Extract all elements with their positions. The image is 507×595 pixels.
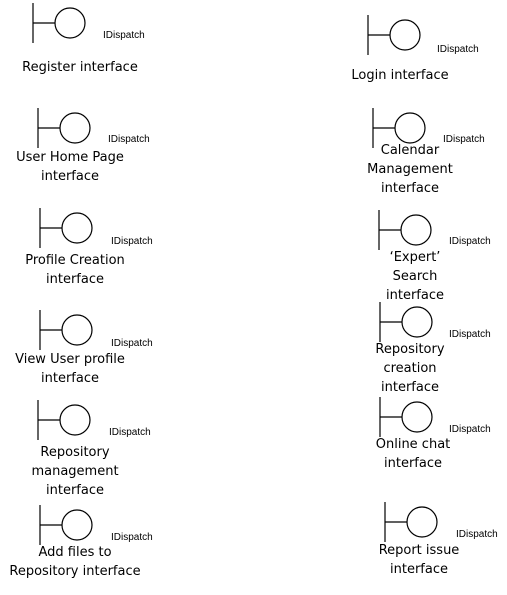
interface-symbol [379, 302, 433, 342]
interface-symbol [39, 208, 93, 248]
interface-tag: IDispatch [449, 329, 491, 340]
interface-label: Repository management interface [31, 445, 119, 498]
interface-circle [406, 506, 438, 538]
interface-label: Login interface [351, 68, 449, 83]
interface-label: Calendar Management interface [367, 143, 453, 196]
interface-label: Report issue interface [378, 543, 460, 577]
interface-symbol [37, 400, 91, 440]
interface-symbol [39, 310, 93, 350]
interface-tag: IDispatch [109, 427, 151, 438]
interface-tag: IDispatch [456, 529, 498, 540]
interface-circle [59, 112, 91, 144]
interface-label: ‘Expert’ Search interface [386, 250, 444, 303]
interface-tag: IDispatch [449, 424, 491, 435]
interface-symbol [379, 397, 433, 437]
interface-label: Profile Creation interface [25, 253, 125, 287]
interface-circle [61, 212, 93, 244]
interface-circle [61, 509, 93, 541]
interface-label: Repository creation interface [375, 342, 445, 395]
interface-symbol [39, 505, 93, 545]
interface-circle [401, 401, 433, 433]
interface-symbol [378, 210, 432, 250]
interface-label: Online chat interface [375, 437, 451, 471]
interface-symbol [384, 502, 438, 542]
interface-circle [394, 112, 426, 144]
interface-symbol [372, 108, 426, 148]
interface-tag: IDispatch [449, 236, 491, 247]
interface-tag: IDispatch [103, 30, 145, 41]
interface-label: Register interface [22, 60, 138, 75]
interface-tag: IDispatch [111, 532, 153, 543]
interface-circle [54, 7, 86, 39]
interface-tag: IDispatch [108, 134, 150, 145]
interface-circle [59, 404, 91, 436]
interface-label: Add files to Repository interface [9, 545, 141, 579]
interface-circle [400, 214, 432, 246]
interface-circle [389, 19, 421, 51]
interface-tag: IDispatch [111, 338, 153, 349]
interface-tag: IDispatch [111, 236, 153, 247]
interface-tag: IDispatch [437, 44, 479, 55]
interface-circle [61, 314, 93, 346]
interface-tag: IDispatch [443, 134, 485, 145]
interface-label: User Home Page interface [16, 150, 124, 184]
interface-label: View User profile interface [15, 352, 125, 386]
interface-symbol [37, 108, 91, 148]
interface-circle [401, 306, 433, 338]
interface-symbol [32, 3, 86, 43]
interface-symbol [367, 15, 421, 55]
